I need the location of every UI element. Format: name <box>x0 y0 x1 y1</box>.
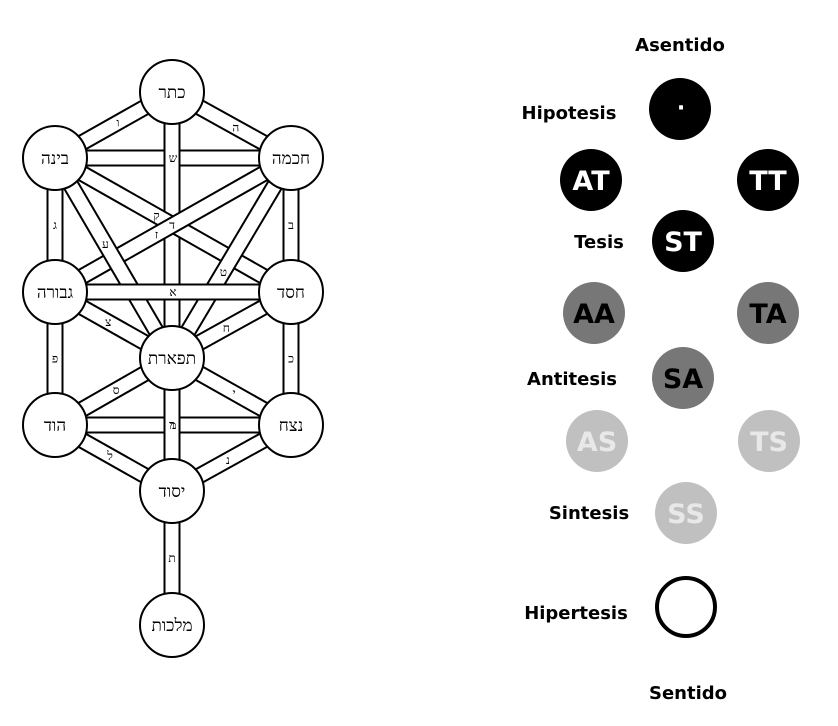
path-letter-binah-tiferet: ע <box>102 237 109 251</box>
path-letter-netzach-yesod: נ <box>226 453 230 467</box>
hipertesis-label: Hipertesis <box>524 603 628 624</box>
hipertesis-circle <box>655 576 717 638</box>
path-letter-tiferet-yesod: ר <box>169 418 175 432</box>
aa-circle <box>563 282 625 344</box>
ts-circle <box>738 410 800 472</box>
sefirah-label-chokhmah: חכמה <box>272 149 310 169</box>
sa-label: SA <box>663 364 703 395</box>
path-letter-tiferet-netzach: י <box>233 386 236 400</box>
sefirah-netzach <box>258 392 324 458</box>
path-letters: ו ה ש ג ב דקז ע ט א צ ח פ כ ס י מר ל נ ת <box>52 116 294 565</box>
sentido-label: Sentido <box>649 683 727 704</box>
tt-label: TT <box>749 166 787 197</box>
sefirah-label-chesed: חסד <box>277 283 305 303</box>
path-letter-chesed-tiferet: ח <box>223 321 230 335</box>
path-band-fill-chokhmah-tiferet <box>166 154 297 362</box>
sintesis-label: Sintesis <box>549 503 629 524</box>
sefirah-hod <box>22 392 88 458</box>
tt-circle <box>737 149 799 211</box>
ss-circle <box>655 482 717 544</box>
path-letter-hod-netzach: מ <box>169 418 176 432</box>
path-letter-chokhmah-tiferet: ט <box>220 265 227 279</box>
path-letter-yesod-malkhut: ת <box>168 551 175 565</box>
path-letter-hod-yesod: ל <box>106 449 113 463</box>
as-label: AS <box>577 427 617 458</box>
sefirah-binah <box>22 125 88 191</box>
ta-circle <box>737 282 799 344</box>
as-circle <box>566 410 628 472</box>
path-letter-keter-binah: ו <box>116 116 119 130</box>
sa-circle <box>652 347 714 409</box>
hipotesis-label: Hipotesis <box>522 103 617 124</box>
path-letter-gevurah-tiferet: צ <box>105 315 111 329</box>
path-letter-gevurah-hod: פ <box>52 352 58 366</box>
dialectic-panel: Asentido Hipotesis · AT TT Tesis ST AA T… <box>522 35 800 704</box>
ts-label: TS <box>750 427 788 458</box>
path-letter-binah-chesed: ק <box>153 209 159 223</box>
path-letter-keter-chokhmah: ה <box>232 120 239 134</box>
sefirah-label-keter: כתר <box>158 83 185 103</box>
sefirah-chokhmah <box>258 125 324 191</box>
path-band-fill-binah-tiferet <box>49 154 178 362</box>
sefirah-label-binah: בינה <box>41 149 69 169</box>
path-letter-binah-gevurah: ג <box>53 218 57 232</box>
at-circle <box>560 149 622 211</box>
path-letter-chesed-netzach: כ <box>288 352 294 366</box>
path-letter-tiferet-hod: ס <box>113 383 120 397</box>
st-label: ST <box>664 227 702 258</box>
path-letter-binah-chokhmah: ש <box>169 151 178 165</box>
sefirah-yesod <box>139 458 205 524</box>
path-letter-chokhmah-gevurah: ז <box>155 227 158 241</box>
path-letter-chokhmah-chesed: ב <box>288 218 294 232</box>
sefirah-keter <box>139 59 205 125</box>
at-label: AT <box>572 166 610 197</box>
path-letter-keter-tiferet: ד <box>169 218 175 232</box>
sefirah-chesed <box>258 259 324 325</box>
path-band-fill-chokhmah-gevurah <box>51 152 295 298</box>
sefirah-label-gevurah: גבורה <box>37 283 74 303</box>
asentido-label: Asentido <box>635 35 725 56</box>
sefirah-gevurah <box>22 259 88 325</box>
st-circle <box>652 210 714 272</box>
ta-label: TA <box>749 299 786 330</box>
sefirah-malkhut <box>139 592 205 658</box>
sefirah-label-yesod: יסוד <box>159 482 186 502</box>
aa-label: AA <box>573 299 615 330</box>
tesis-label: Tesis <box>574 232 624 253</box>
hipotesis-dot: · <box>677 96 685 121</box>
hipotesis-circle <box>649 78 711 140</box>
sefirah-label-tiferet: תפארת <box>148 349 196 369</box>
sefirah-label-malkhut: מלכות <box>151 616 192 636</box>
sefirah-tiferet <box>139 325 205 391</box>
path-letter-gevurah-chesed: א <box>169 285 176 299</box>
sefirah-label-hod: הוד <box>44 416 66 436</box>
sefirah-label-netzach: נצח <box>279 416 304 436</box>
antitesis-label: Antitesis <box>527 369 617 390</box>
ss-label: SS <box>667 499 705 530</box>
